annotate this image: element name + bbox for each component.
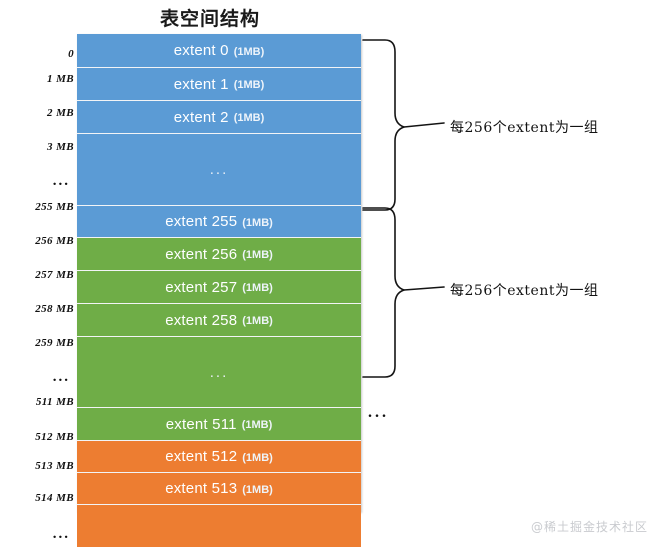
extent-block: extent 257 (1MB): [77, 271, 361, 304]
group-annotation: 每256个extent为一组: [450, 120, 599, 136]
extent-size-label: (1MB): [242, 315, 273, 327]
axis-tick-label: 512 MB: [35, 430, 74, 443]
extent-block: extent 511 (1MB): [77, 408, 361, 441]
brace-leader-1: [403, 122, 445, 128]
extent-label: extent 256: [165, 245, 238, 263]
extent-label: extent 0: [173, 42, 229, 59]
axis-tick-label: 255 MB: [35, 200, 74, 213]
extent-block: ...: [77, 337, 361, 408]
axis-ellipsis: ...: [52, 173, 70, 190]
axis-tick-label: 513 MB: [35, 460, 74, 473]
axis-ellipsis: ...: [52, 369, 70, 386]
axis-tick-label: 2 MB: [47, 107, 74, 120]
extent-block: extent 512 (1MB): [77, 441, 361, 473]
extent-label: extent 513: [165, 480, 238, 497]
extent-size-label: (1MB): [241, 419, 273, 431]
extent-range-ellipsis: ...: [209, 363, 229, 381]
brace-leader-2: [403, 286, 445, 291]
extent-block: extent 258 (1MB): [77, 304, 361, 337]
extent-size-label: (1MB): [233, 45, 265, 58]
extent-block: extent 255 (1MB): [77, 206, 361, 238]
extent-label: extent 2: [173, 108, 229, 126]
axis-tick-label: 514 MB: [35, 491, 74, 504]
axis-tick-label: 1 MB: [47, 73, 74, 86]
extent-stack: extent 0 (1MB) extent 1 (1MB) extent 2 (1MB).…: [77, 34, 361, 547]
extent-label: extent 1: [173, 75, 229, 93]
extent-block: ...: [77, 505, 361, 547]
extent-label: extent 512: [165, 448, 238, 465]
extent-range-ellipsis: ...: [209, 161, 229, 178]
axis-tick-label: 256 MB: [35, 234, 74, 247]
extent-label: extent 255: [165, 213, 238, 230]
brace-group-1: [362, 39, 405, 211]
extent-label: extent 511: [165, 415, 237, 433]
group-annotation: 每256个extent为一组: [450, 283, 599, 299]
watermark: @稀土掘金技术社区: [530, 520, 648, 534]
extent-label: extent 257: [165, 278, 238, 296]
axis-tick-label: 257 MB: [35, 268, 74, 281]
page-title: 表空间结构: [159, 8, 260, 30]
extent-block: extent 0 (1MB): [77, 34, 361, 68]
extent-size-label: (1MB): [242, 216, 273, 229]
axis-tick-label: 511 MB: [35, 396, 74, 409]
extent-size-label: (1MB): [233, 112, 265, 124]
axis-tick-label: 259 MB: [35, 336, 74, 349]
extent-block: extent 256 (1MB): [77, 238, 361, 271]
extent-size-label: (1MB): [242, 249, 273, 261]
extent-block: extent 1 (1MB): [77, 68, 361, 101]
offset-axis: 0 1 MB 2 MB 3 MB... 255 MB 256 MB 257 MB 258 MB…: [0, 0, 74, 547]
extent-size-label: (1MB): [233, 79, 265, 91]
extent-size-label: (1MB): [242, 483, 273, 496]
extent-range-ellipsis: ...: [210, 540, 229, 547]
extent-block: extent 2 (1MB): [77, 101, 361, 134]
extent-size-label: (1MB): [242, 451, 273, 464]
axis-tick-label: 258 MB: [35, 302, 74, 315]
extent-label: extent 258: [165, 311, 238, 329]
axis-ellipsis: ...: [52, 525, 70, 542]
brace-group-2: [362, 207, 405, 378]
extent-block: ...: [77, 134, 361, 206]
extent-size-label: (1MB): [242, 282, 273, 294]
extent-block: extent 513 (1MB): [77, 473, 361, 505]
axis-tick-label: 3 MB: [47, 141, 74, 154]
more-groups-ellipsis: ...: [368, 404, 389, 421]
axis-tick-label: 0: [68, 47, 74, 60]
